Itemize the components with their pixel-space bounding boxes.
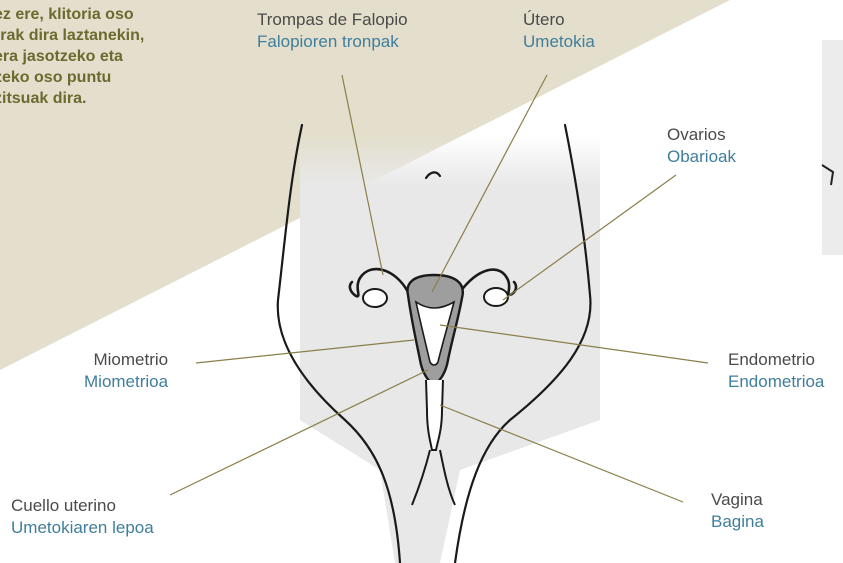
label-utero: Útero Umetokia [523, 9, 595, 53]
label-es: Vagina [711, 489, 764, 511]
side-figure-fill [822, 40, 843, 255]
label-eu: Obarioak [667, 146, 736, 168]
label-eu: Umetokiaren lepoa [11, 517, 154, 539]
label-eu: Umetokia [523, 31, 595, 53]
label-es: Ovarios [667, 124, 736, 146]
label-trompas: Trompas de Falopio Falopioren tronpak [257, 9, 408, 53]
label-es: Miometrio [84, 349, 168, 371]
label-ovarios: Ovarios Obarioak [667, 124, 736, 168]
label-miometrio: Miometrio Miometrioa [84, 349, 168, 393]
ovary-left [363, 289, 387, 307]
label-es: Útero [523, 9, 595, 31]
label-eu: Endometrioa [728, 371, 824, 393]
label-es: Endometrio [728, 349, 824, 371]
label-eu: Bagina [711, 511, 764, 533]
ovary-right [484, 288, 508, 306]
label-eu: Falopioren tronpak [257, 31, 408, 53]
label-es: Cuello uterino [11, 495, 154, 517]
label-es: Trompas de Falopio [257, 9, 408, 31]
label-eu: Miometrioa [84, 371, 168, 393]
label-cuello: Cuello uterino Umetokiaren lepoa [11, 495, 154, 539]
label-endometrio: Endometrio Endometrioa [728, 349, 824, 393]
label-vagina: Vagina Bagina [711, 489, 764, 533]
